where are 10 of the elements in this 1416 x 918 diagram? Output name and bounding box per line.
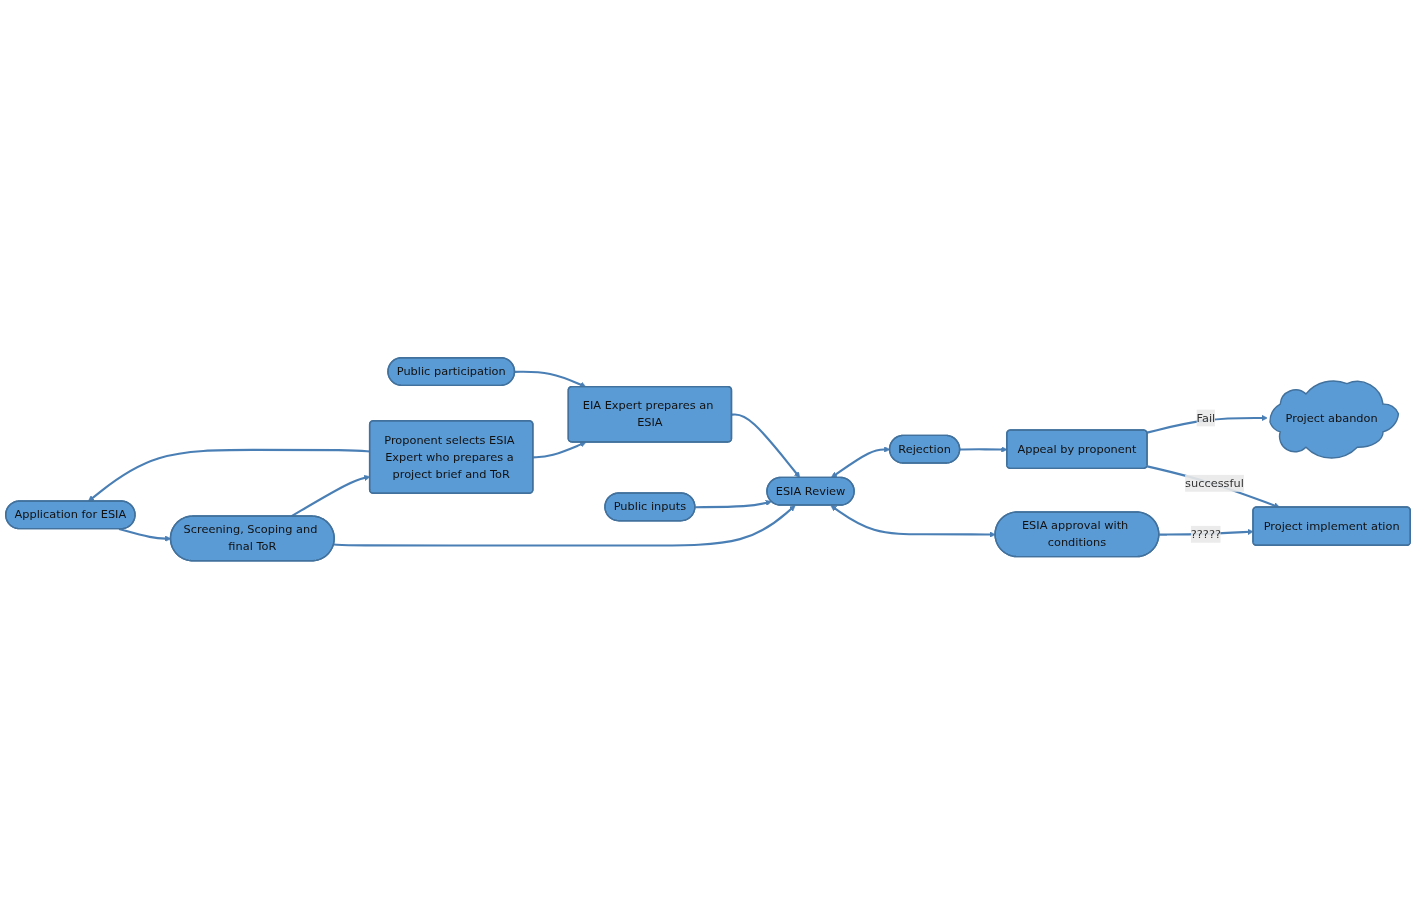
edge-label: ????? [1190, 526, 1221, 541]
arrow [533, 441, 587, 459]
arrow [695, 499, 772, 509]
arrow [731, 413, 801, 478]
arrow [830, 505, 996, 538]
arrow [1146, 414, 1268, 434]
arrow [514, 370, 587, 388]
edge-label: Fail [1196, 410, 1216, 425]
arrow [333, 504, 796, 547]
edge-label: successful [1185, 476, 1244, 490]
